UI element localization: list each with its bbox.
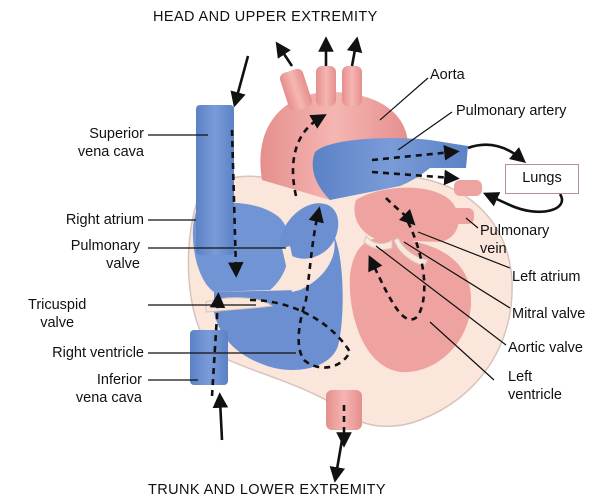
label-pulmonary-valve: Pulmonary valve	[71, 237, 140, 273]
caption-top: HEAD AND UPPER EXTREMITY	[153, 9, 378, 25]
label-aortic-valve: Aortic valve	[508, 339, 583, 357]
label-superior-vena-cava: Superior vena cava	[78, 125, 144, 161]
label-pulmonary-artery: Pulmonary artery	[456, 102, 566, 120]
label-left-atrium: Left atrium	[512, 268, 581, 286]
label-right-ventricle: Right ventricle	[52, 344, 144, 362]
lungs-box: Lungs	[505, 164, 579, 194]
label-mitral-valve: Mitral valve	[512, 305, 585, 323]
label-pulmonary-vein: Pulmonary vein	[480, 222, 549, 258]
superior-vena-cava	[196, 105, 234, 255]
label-right-atrium: Right atrium	[66, 211, 144, 229]
label-left-ventricle: Left ventricle	[508, 368, 562, 404]
caption-bottom: TRUNK AND LOWER EXTREMITY	[148, 482, 386, 498]
label-tricuspid-valve: Tricuspid valve	[28, 296, 86, 332]
left-atrium	[354, 188, 458, 242]
label-aorta: Aorta	[430, 66, 465, 84]
inferior-vena-cava	[190, 330, 228, 385]
label-inferior-vena-cava: Inferior vena cava	[76, 371, 142, 407]
